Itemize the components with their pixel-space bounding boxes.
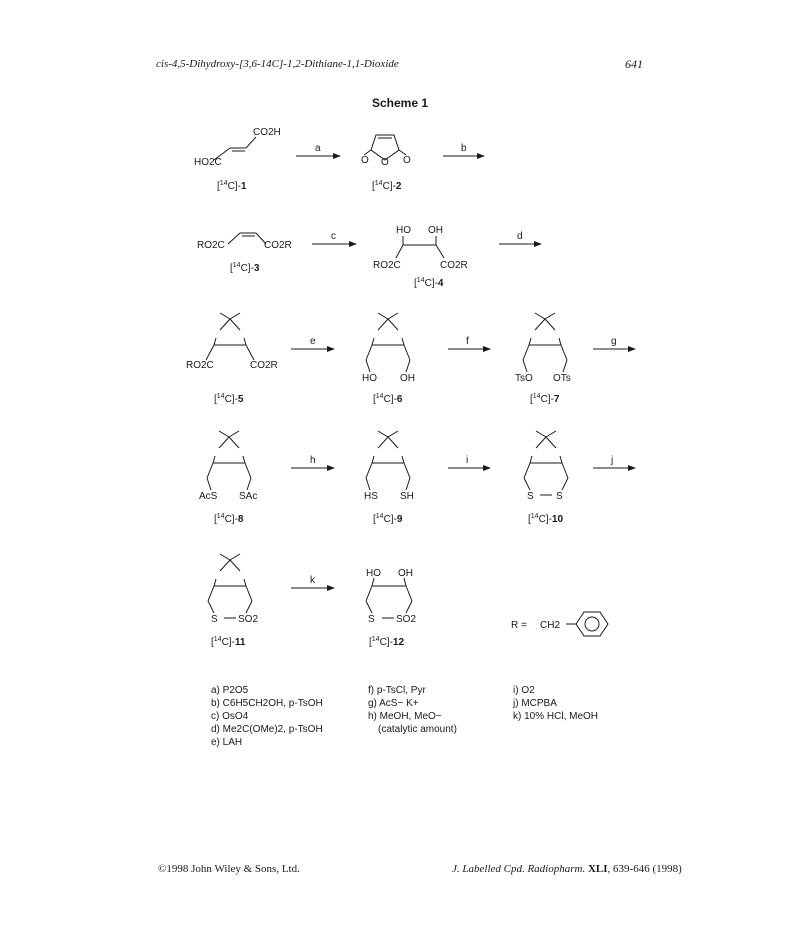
conditions-col-2: f) p-TsCl, Pyr g) AcS− K+ h) MeOH, MeO− … <box>368 684 457 736</box>
label-c8: [14C]-8 <box>214 513 244 525</box>
compound-4-structure <box>395 236 445 259</box>
label-c12: [14C]-12 <box>369 636 404 648</box>
arrow-label-b: b <box>461 143 467 154</box>
benzene-ring <box>566 611 609 637</box>
condition-a: a) P2O5 <box>211 685 249 696</box>
grp-co2r-4: CO2R <box>440 260 468 271</box>
arrow-label-g: g <box>611 336 617 347</box>
grp-co2h-1: CO2H <box>253 127 281 138</box>
label-c3: [14C]-3 <box>230 262 260 274</box>
diol-12 <box>365 577 413 619</box>
label-c11: [14C]-11 <box>211 636 246 648</box>
condition-g: g) AcS− K+ <box>368 698 419 709</box>
page-number: 641 <box>625 57 643 71</box>
r-ch2: CH2 <box>540 620 560 631</box>
grp-co2r-5: CO2R <box>250 360 278 371</box>
label-c2: [14C]-2 <box>372 180 402 192</box>
grp-ro2c-5: RO2C <box>186 360 214 371</box>
grp-s-10a: S <box>527 491 534 502</box>
grp-ots-7: OTs <box>553 373 571 384</box>
acetonide-11 <box>207 553 253 619</box>
grp-s-10b: S <box>556 491 563 502</box>
label-c6: [14C]-6 <box>373 393 403 405</box>
grp-sac-8: SAc <box>239 491 257 502</box>
grp-ho-12: HO <box>366 568 381 579</box>
journal-name: J. Labelled Cpd. Radiopharm. <box>452 863 586 875</box>
grp-sh-9: SH <box>400 491 414 502</box>
label-c10: [14C]-10 <box>528 513 563 525</box>
grp-tso-7: TsO <box>515 373 533 384</box>
r-equals: R = <box>511 620 527 631</box>
grp-o-2a: O <box>361 155 369 166</box>
arrow-label-i: i <box>466 455 468 466</box>
label-c9: [14C]-9 <box>373 513 403 525</box>
label-c1: [14C]-1 <box>217 180 247 192</box>
acetonide-9 <box>365 430 411 491</box>
grp-o-2c: O <box>403 155 411 166</box>
grp-oh-6: OH <box>400 373 415 384</box>
arrow-label-k: k <box>310 575 316 586</box>
copyright: ©1998 John Wiley & Sons, Ltd. <box>158 863 300 875</box>
conditions-col-3: i) O2 j) MCPBA k) 10% HCl, MeOH <box>513 684 598 723</box>
compound-1-structure <box>213 136 257 161</box>
scheme-title: Scheme 1 <box>372 96 429 110</box>
arrow-label-h: h <box>310 455 316 466</box>
grp-so2-12: SO2 <box>396 614 416 625</box>
grp-oh-12: OH <box>398 568 413 579</box>
acetonide-6 <box>365 312 411 373</box>
condition-d: d) Me2C(OMe)2, p-TsOH <box>211 724 323 735</box>
label-c5: [14C]-5 <box>214 393 244 405</box>
grp-ro2c-4: RO2C <box>373 260 401 271</box>
arrow-label-e: e <box>310 336 316 347</box>
grp-ho-6: HO <box>362 373 377 384</box>
grp-ho-4: HO <box>396 225 411 236</box>
grp-hs-9: HS <box>364 491 378 502</box>
condition-j: j) MCPBA <box>513 698 557 709</box>
label-c7: [14C]-7 <box>530 393 560 405</box>
arrow-label-c: c <box>331 231 336 242</box>
grp-o-2b: O <box>381 157 389 168</box>
condition-b: b) C6H5CH2OH, p-TsOH <box>211 698 323 709</box>
journal-citation: J. Labelled Cpd. Radiopharm. XLI, 639-64… <box>452 863 682 875</box>
compound-3-structure <box>227 232 267 245</box>
condition-e: e) LAH <box>211 737 243 748</box>
grp-so2-11: SO2 <box>238 614 258 625</box>
arrow-label-d: d <box>517 231 523 242</box>
compound-2-structure <box>363 134 407 161</box>
acetonide-7 <box>522 312 568 373</box>
acetonide-5 <box>205 312 255 361</box>
journal-volume: XLI <box>587 863 608 875</box>
arrow-label-j: j <box>610 455 613 466</box>
condition-h-note: (catalytic amount) <box>378 724 457 735</box>
arrow-label-a: a <box>315 143 321 154</box>
label-c4: [14C]-4 <box>414 277 444 289</box>
journal-pages: , 639-646 (1998) <box>607 863 682 875</box>
grp-acs-8: AcS <box>199 491 218 502</box>
condition-h: h) MeOH, MeO− <box>368 711 442 722</box>
acetonide-8 <box>206 430 252 491</box>
grp-co2r-3: CO2R <box>264 240 292 251</box>
acetonide-10 <box>523 430 569 496</box>
grp-ho2c-1: HO2C <box>194 157 222 168</box>
running-title: cis-4,5-Dihydroxy-[3,6-14C]-1,2-Dithiane… <box>156 58 399 70</box>
grp-ro2c-3: RO2C <box>197 240 225 251</box>
condition-k: k) 10% HCl, MeOH <box>513 711 599 722</box>
condition-c: c) OsO4 <box>211 711 249 722</box>
conditions-col-1: a) P2O5 b) C6H5CH2OH, p-TsOH c) OsO4 d) … <box>211 684 323 749</box>
condition-f: f) p-TsCl, Pyr <box>368 685 426 696</box>
grp-oh-4: OH <box>428 225 443 236</box>
condition-i: i) O2 <box>513 685 535 696</box>
arrow-label-f: f <box>466 336 469 347</box>
grp-s-11: S <box>211 614 218 625</box>
grp-s-12: S <box>368 614 375 625</box>
